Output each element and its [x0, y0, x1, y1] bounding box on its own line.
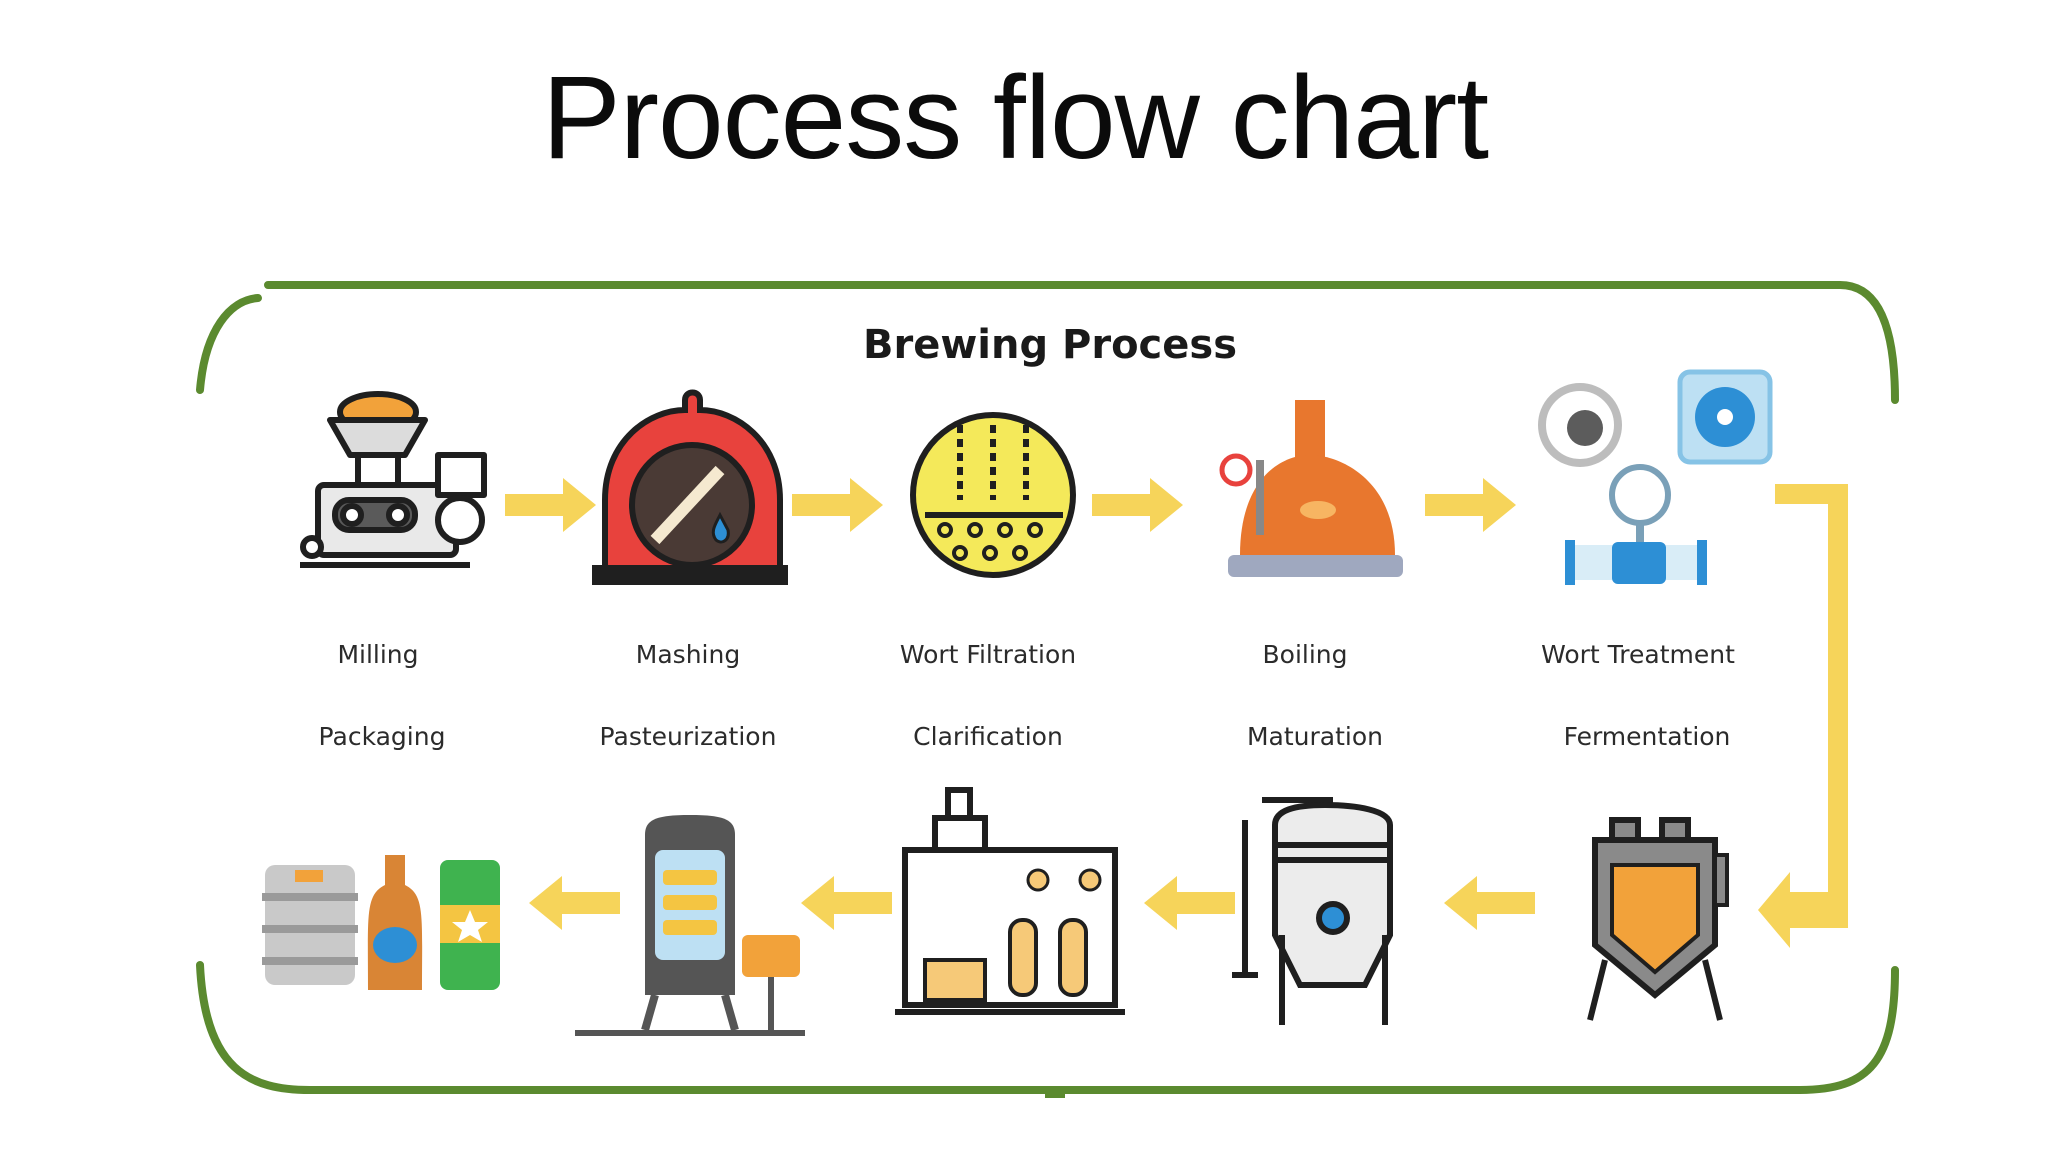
mill-icon [300, 391, 487, 568]
arrow-left [801, 876, 892, 930]
step-label-milling: Milling [337, 640, 419, 669]
step-label-clarification: Clarification [913, 722, 1063, 751]
page-title: Process flow chart [542, 52, 1489, 184]
step-label-wort-filtration: Wort Filtration [899, 640, 1077, 669]
arrow-left [529, 876, 620, 930]
maturation-tank-icon [1232, 797, 1393, 1025]
arrow-right [792, 478, 883, 532]
step-label-maturation: Maturation [1246, 722, 1384, 751]
keg-bottle-can-icon [262, 855, 500, 990]
arrow-right [1425, 478, 1516, 532]
wort-treatment-icon [1538, 369, 1773, 585]
diagram-heading: Brewing Process [862, 322, 1238, 368]
step-label-mashing: Mashing [635, 640, 741, 669]
arrow-right [505, 478, 596, 532]
boil-kettle-icon [1219, 400, 1403, 577]
pasteurizer-icon [575, 815, 805, 1036]
filter-icon [910, 412, 1076, 578]
clarifier-icon [895, 787, 1125, 1015]
arrow-left [1144, 876, 1235, 930]
fermenter-icon [1587, 817, 1729, 1021]
mash-tun-icon [592, 389, 788, 585]
arrow-right [1092, 478, 1183, 532]
arrow-left [1444, 876, 1535, 930]
step-label-fermentation: Fermentation [1563, 722, 1731, 751]
step-label-boiling: Boiling [1262, 640, 1348, 669]
step-label-packaging: Packaging [318, 722, 446, 751]
step-label-wort-treatment: Wort Treatment [1541, 640, 1735, 669]
arrow-connector [1758, 484, 1848, 948]
step-label-pasteurization: Pasteurization [599, 722, 777, 751]
